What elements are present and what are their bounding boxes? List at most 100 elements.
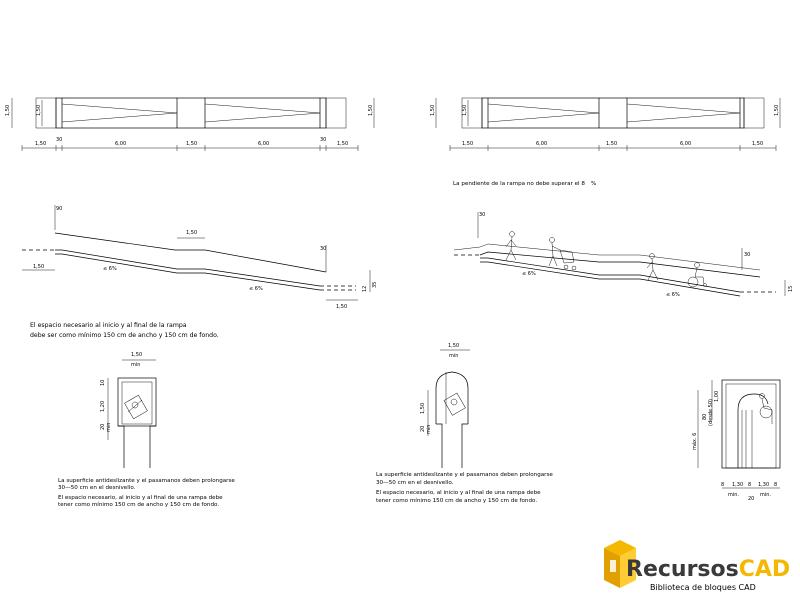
handrail: [479, 251, 761, 278]
dim-landing: 1,50: [186, 230, 197, 236]
dim-h: 20: [748, 496, 754, 502]
dim-label: 30: [56, 137, 62, 143]
dim-v: 1,50: [420, 403, 426, 414]
dim-v: máx. 6: [691, 433, 698, 450]
slope-label: ≤ 6%: [249, 286, 263, 292]
ramp-plan-left: 1,50 1,50 1,50 1,50 30 6,00 1,50 6,00 30…: [5, 97, 375, 151]
note-line: El espacio necesario, al inicio y al fin…: [376, 490, 541, 496]
detail-box-right: 1,00 80 (desde 50) máx. 6 8 1,30 8 1,30 …: [691, 379, 781, 502]
dim-h: min.: [728, 492, 739, 498]
note-line: La superficie antideslizante y el pasama…: [58, 478, 235, 484]
ramp-section-left: 90 1,50 30 1,50 ≤ 6% ≤ 6% 35 12 1,50: [22, 205, 378, 310]
dim-start: 1,50: [33, 264, 44, 270]
logo-tagline: Biblioteca de bloques CAD: [650, 583, 756, 592]
dim-width: 1,50: [448, 343, 459, 349]
slope-arrow: [626, 103, 741, 123]
slope-arrow: [487, 103, 600, 123]
dim-v: 80: [702, 414, 708, 420]
dim-label: 30: [320, 137, 326, 143]
note-line: 30—50 cm en el desnivello.: [58, 485, 136, 491]
dim-v: min: [106, 423, 112, 432]
dim-label: 1,50: [752, 141, 763, 147]
slope-arrow: [61, 103, 178, 123]
wheelchair-topview-icon: [124, 394, 148, 420]
dim-label: 1,50: [35, 141, 46, 147]
slope-label: ≤ 6%: [103, 266, 117, 272]
slope-label: ≤ 6%: [522, 271, 536, 277]
dim-height: 1,50: [36, 105, 42, 116]
dim-width-min: min: [131, 362, 140, 368]
space-note-line: debe ser como mínimo 150 cm de ancho y 1…: [30, 331, 219, 339]
cube-logo-icon: [604, 540, 636, 588]
detail-box-left: 1,50 min 10 1,20 20 min: [100, 352, 157, 468]
ramp-surface: [480, 257, 741, 293]
wheelchair-side-icon: [759, 393, 773, 424]
dim-width: 1,50: [131, 352, 142, 358]
ramp-section-right: 30 ≤ 6% ≤ 6% 30 15: [453, 212, 794, 298]
dim-height: 1,50: [368, 105, 374, 116]
dim-end-rise: 35: [372, 282, 378, 288]
detail-box-mid: 1,50 min 1,50 20 min: [420, 343, 470, 468]
landing-end-left: [325, 97, 347, 129]
ramp-surface: [55, 249, 321, 287]
dim-v: min: [426, 425, 432, 434]
ramp-outline-right: [481, 97, 745, 129]
dim-label: 1,50: [606, 141, 617, 147]
dim-h: min.: [760, 492, 771, 498]
slope-arrow: [204, 103, 321, 123]
dim-label: 6,00: [115, 141, 126, 147]
dim-height: 1,50: [774, 105, 780, 116]
slope-label: ≤ 6%: [666, 292, 680, 298]
person-stroller-icon: [548, 237, 577, 271]
dim-h: 8: [748, 482, 751, 488]
dim-v: 20: [420, 426, 426, 432]
dim-v: 1,20: [100, 401, 106, 412]
dim-h: 8: [721, 482, 724, 488]
dim-height: 1,50: [430, 105, 436, 116]
logo-brand: RecursosCAD: [626, 557, 790, 582]
recursoscad-logo: RecursosCAD Biblioteca de bloques CAD: [604, 540, 790, 592]
dim-rail: 30: [479, 212, 485, 218]
dim-v: 1,00: [714, 391, 720, 402]
dim-label: 1,50: [462, 141, 473, 147]
dim-h: 8: [774, 482, 777, 488]
dim-h: 1,30: [758, 482, 769, 488]
dim-height: 1,50: [5, 105, 11, 116]
landing-end-right: [743, 97, 765, 129]
dim-end-rise: 12: [362, 286, 368, 292]
note-mid: La superficie antideslizante y el pasama…: [376, 472, 553, 504]
dim-label: 1,50: [186, 141, 197, 147]
walking-person-icon: [505, 231, 517, 261]
walking-person-icon: [646, 253, 659, 281]
dim-v: 10: [100, 380, 106, 386]
dim-end-landing: 1,50: [336, 304, 347, 310]
slope-note: La pendiente de la rampa no debe superar…: [453, 181, 596, 187]
note-line: 30—50 cm en el desnivello.: [376, 480, 454, 486]
dim-rail-end: 30: [744, 252, 750, 258]
dim-h: 1,30: [732, 482, 743, 488]
dim-label: 1,50: [337, 141, 348, 147]
dim-rail: 90: [56, 206, 62, 212]
space-note-line: El espacio necesario al inicio y al fina…: [30, 322, 187, 329]
note-line: tener como mínimo 150 cm de ancho y 150 …: [376, 497, 537, 504]
ramp-plan-right: 1,50 1,50 1,50 1,50 6,00 1,50 6,00 1,50: [430, 97, 781, 151]
note-left: La superficie antideslizante y el pasama…: [58, 478, 235, 508]
dim-end-rise: 15: [788, 286, 794, 292]
dim-v: 20: [100, 424, 106, 430]
dim-label: 6,00: [536, 141, 547, 147]
wheelchair-topview-icon: [443, 392, 466, 416]
dim-rail-end: 30: [320, 246, 326, 252]
wheelchair-user-icon: [687, 262, 707, 288]
handrail: [54, 232, 327, 273]
dim-width-min: min: [449, 353, 458, 359]
dim-label: 6,00: [258, 141, 269, 147]
dim-label: 6,00: [680, 141, 691, 147]
note-line: La superficie antideslizante y el pasama…: [376, 472, 553, 478]
note-line: tener como mínimo 150 cm de ancho y 150 …: [58, 501, 219, 508]
dim-height: 1,50: [462, 105, 468, 116]
note-line: El espacio necesario, al inicio y al fin…: [58, 495, 223, 501]
ramp-outline-left: [55, 97, 327, 129]
dim-v: (desde 50): [708, 399, 714, 426]
